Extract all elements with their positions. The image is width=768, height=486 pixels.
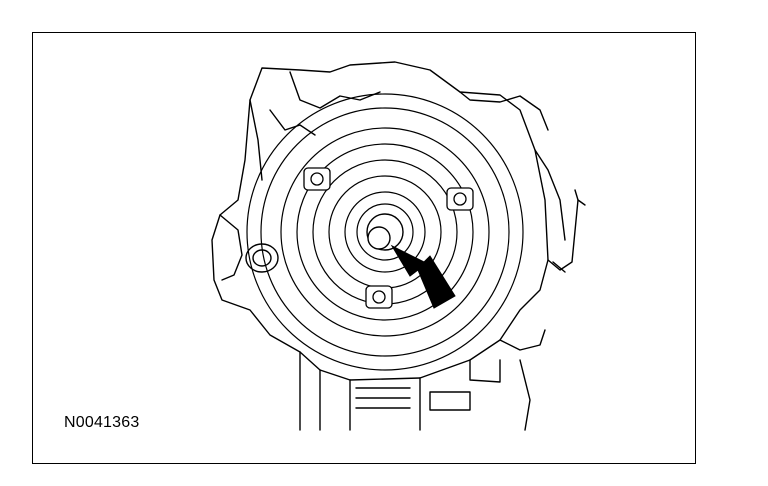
converter-pilot-hub bbox=[366, 213, 404, 251]
figure-frame bbox=[32, 32, 696, 464]
transmission-case-outline bbox=[211, 61, 549, 381]
callout-arrow bbox=[390, 244, 456, 309]
figure-id-label: N0041363 bbox=[64, 414, 140, 431]
converter-stud-upper-left bbox=[303, 167, 331, 191]
bellhousing-rings bbox=[246, 93, 524, 371]
converter-stud-lower bbox=[365, 285, 393, 309]
converter-stud-upper-right bbox=[446, 187, 474, 211]
